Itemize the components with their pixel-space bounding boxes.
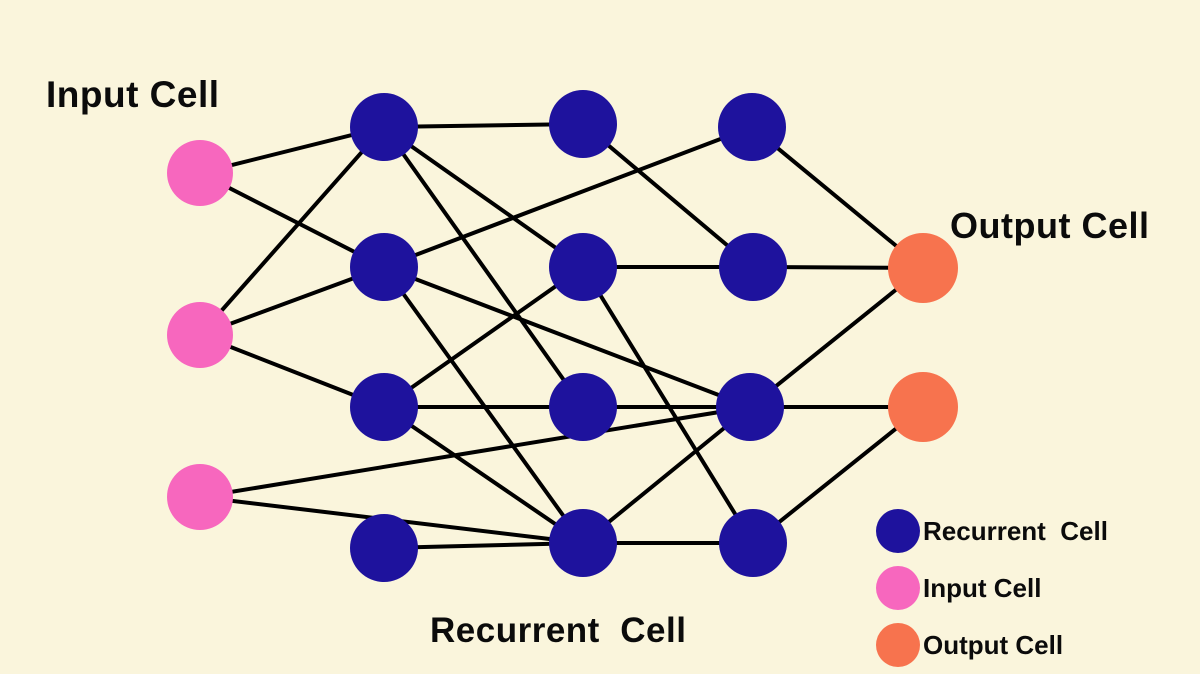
recurrent-node-H2a — [549, 90, 617, 158]
edge-I1-H1b — [198, 171, 386, 269]
recurrent-node-H2d — [549, 509, 617, 577]
recurrent-cell-title: Recurrent Cell — [430, 611, 687, 650]
recurrent-cell-swatch-icon — [876, 509, 920, 553]
output-node-O1 — [888, 233, 958, 303]
recurrent-node-H1b — [350, 233, 418, 301]
edge-H3a-O1 — [750, 125, 925, 270]
edge-H3c-O1 — [748, 266, 925, 409]
edge-H1c-H2b — [382, 265, 585, 409]
input-node-I1 — [167, 140, 233, 206]
edge-H1b-H3c — [382, 265, 752, 409]
input-node-I3 — [167, 464, 233, 530]
edge-I3-H3c — [198, 405, 752, 499]
input-cell-title: Input Cell — [46, 74, 220, 115]
output-cell-swatch-icon — [876, 623, 920, 667]
recurrent-node-H2b — [549, 233, 617, 301]
input-cell-swatch-icon — [876, 566, 920, 610]
recurrent-node-H1d — [350, 514, 418, 582]
edge-H2d-H3c — [581, 405, 752, 545]
output-node-O2 — [888, 372, 958, 442]
output-cell-title: Output Cell — [950, 205, 1150, 246]
legend-item-recurrent: Recurrent Cell — [876, 509, 1108, 553]
recurrent-node-H1a — [350, 93, 418, 161]
edge-I2-H1a — [198, 125, 386, 337]
recurrent-node-H3d — [719, 509, 787, 577]
legend-item-output: Output Cell — [876, 623, 1108, 667]
recurrent-node-H3c — [716, 373, 784, 441]
edge-H2a-H3b — [581, 122, 755, 269]
legend-label-recurrent: Recurrent Cell — [923, 516, 1108, 546]
legend-item-input: Input Cell — [876, 566, 1108, 610]
recurrent-node-H1c — [350, 373, 418, 441]
recurrent-node-H3b — [719, 233, 787, 301]
edge-H1b-H3a — [382, 125, 754, 269]
recurrent-node-H2c — [549, 373, 617, 441]
legend-label-output: Output Cell — [923, 630, 1064, 660]
edge-H1c-H2d — [382, 405, 585, 545]
input-node-I2 — [167, 302, 233, 368]
legend: Recurrent Cell Input Cell Output Cell — [876, 509, 1108, 667]
edge-H3d-O2 — [751, 405, 925, 545]
edge-H1a-H2c — [382, 125, 585, 409]
legend-label-input: Input Cell — [923, 573, 1042, 603]
edge-H1a-H2b — [382, 125, 585, 269]
recurrent-node-H3a — [718, 93, 786, 161]
